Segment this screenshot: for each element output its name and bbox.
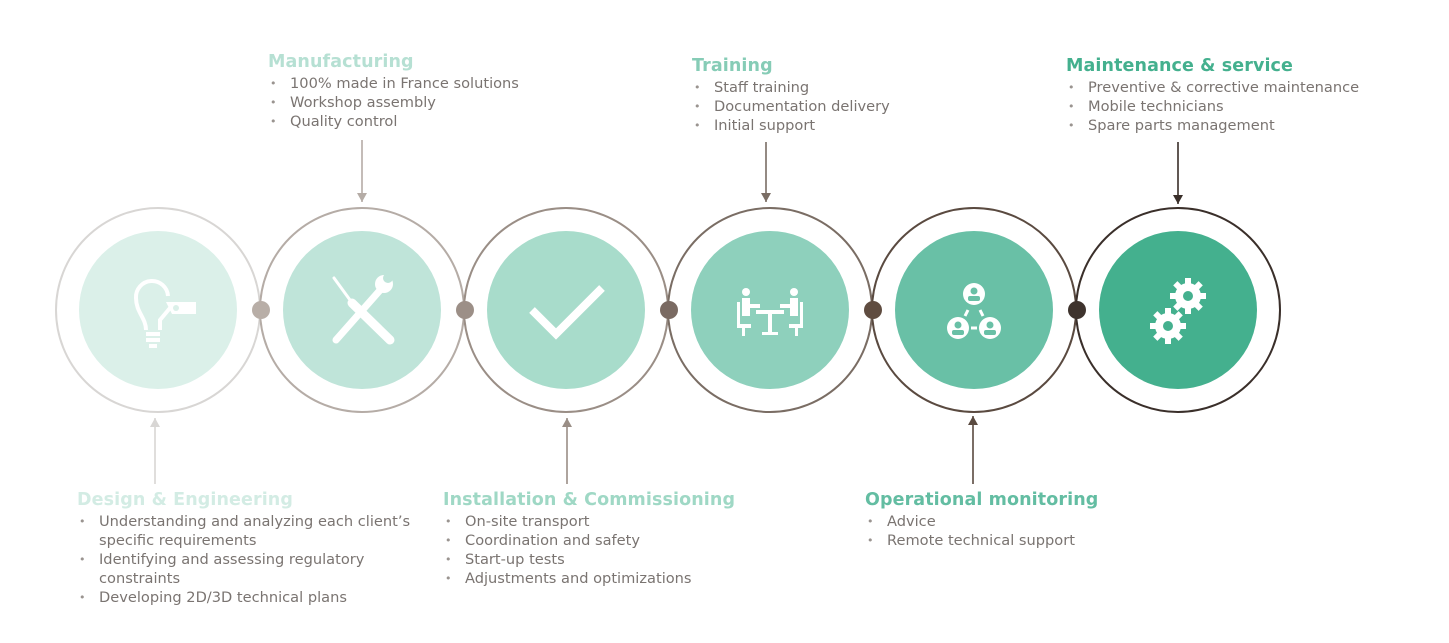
connector-dot [660, 301, 678, 319]
bullet: Developing 2D/3D technical plans [77, 588, 417, 607]
bullet: Mobile technicians [1066, 97, 1446, 116]
bullet: Spare parts management [1066, 116, 1446, 135]
bullet: Adjustments and optimizations [443, 569, 783, 588]
bullet: Preventive & corrective maintenance [1066, 78, 1446, 97]
connector-dot [864, 301, 882, 319]
connector-dot [456, 301, 474, 319]
bullet: Start-up tests [443, 550, 783, 569]
stage-manufacturing: Manufacturing 100% made in France soluti… [268, 52, 588, 131]
stage-circle [895, 231, 1053, 389]
connector-dot [252, 301, 270, 319]
bullet: On-site transport [443, 512, 783, 531]
bullet: Remote technical support [865, 531, 1185, 550]
stage-circle [487, 231, 645, 389]
stage-design-engineering: Design & Engineering Understanding and a… [77, 490, 417, 607]
stage-title: Manufacturing [268, 52, 414, 72]
tools-icon [332, 273, 395, 345]
stage-title: Installation & Commissioning [443, 490, 736, 510]
stage-maintenance-service: Maintenance & service Preventive & corre… [1066, 56, 1446, 135]
stage-title: Operational monitoring [865, 490, 1099, 510]
arrow-head-icon [150, 418, 160, 427]
arrow-head-icon [357, 193, 367, 202]
stage-operational-monitoring: Operational monitoring Advice Remote tec… [865, 490, 1185, 550]
arrow-head-icon [562, 418, 572, 427]
stage-title: Maintenance & service [1066, 56, 1293, 76]
gears-icon [1150, 278, 1206, 344]
network-users-icon [947, 283, 1001, 339]
bullet: Workshop assembly [268, 93, 588, 112]
arrow-head-icon [1173, 195, 1183, 204]
stage-training: Training Staff training Documentation de… [692, 56, 1012, 135]
stage-installation-commissioning: Installation & Commissioning On-site tra… [443, 490, 783, 588]
lightbulb-tag-icon [133, 279, 196, 348]
meeting-icon [737, 288, 803, 336]
arrow-head-icon [968, 416, 978, 425]
checkmark-icon [529, 285, 605, 340]
bullet: Initial support [692, 116, 1012, 135]
stage-title: Training [692, 56, 773, 76]
stage-title: Design & Engineering [77, 490, 293, 510]
bullet: Understanding and analyzing each client’… [77, 512, 417, 550]
bullet: Quality control [268, 112, 588, 131]
bullet: Identifying and assessing regulatory con… [77, 550, 417, 588]
connector-dot [1068, 301, 1086, 319]
bullet: 100% made in France solutions [268, 74, 588, 93]
arrow-head-icon [761, 193, 771, 202]
bullet: Documentation delivery [692, 97, 1012, 116]
bullet: Advice [865, 512, 1185, 531]
bullet: Coordination and safety [443, 531, 783, 550]
bullet: Staff training [692, 78, 1012, 97]
stage-circle [79, 231, 237, 389]
